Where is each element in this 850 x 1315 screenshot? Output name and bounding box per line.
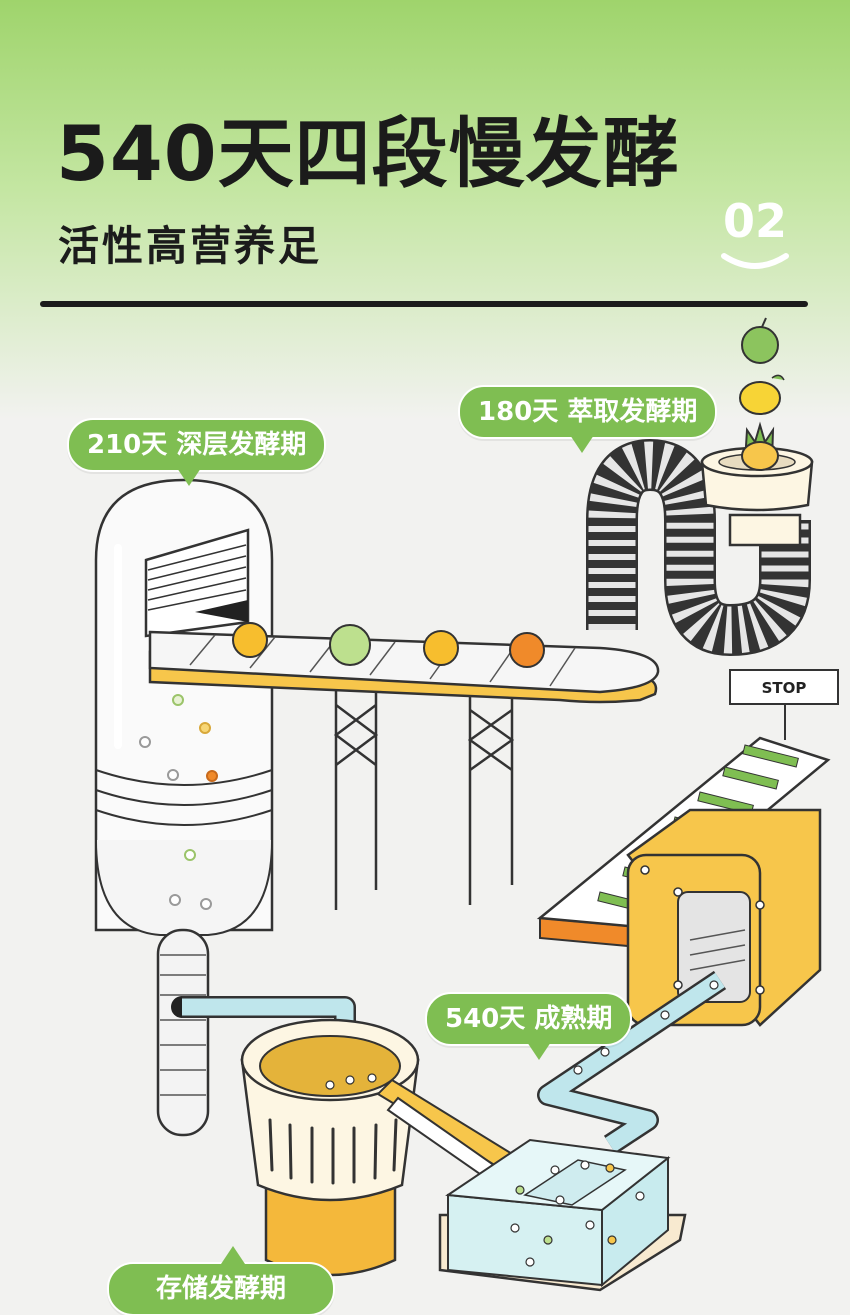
header-background	[0, 0, 850, 420]
page-title: 540天四段慢发酵	[56, 109, 680, 198]
bubble-tail	[527, 1042, 551, 1060]
smile-icon	[721, 253, 789, 269]
sealing-machine	[626, 808, 822, 1027]
pineapple-icon	[741, 421, 779, 471]
fermentation-tank	[94, 478, 274, 1137]
glass-tank	[438, 1138, 687, 1292]
corrugated-hose	[586, 438, 811, 657]
lemon-icon	[739, 374, 785, 415]
page-subtitle: 活性高营养足	[58, 222, 322, 270]
stage-label-mature: 540天 成熟期	[425, 992, 633, 1060]
stage-label-mature-text: 540天 成熟期	[445, 1004, 613, 1034]
stage-label-deep: 210天 深层发酵期	[67, 418, 327, 486]
funnel	[700, 446, 814, 547]
storage-drum	[240, 1018, 532, 1277]
stage-label-storage-text: 存储发酵期	[155, 1274, 286, 1304]
stop-sign: STOP	[729, 669, 839, 740]
bubble-tail	[177, 468, 201, 486]
stage-label-extract-text: 180天 萃取发酵期	[478, 397, 698, 427]
stage-label-deep-text: 210天 深层发酵期	[87, 430, 307, 460]
conveyor-belt	[148, 622, 660, 910]
stage-label-storage: 存储发酵期	[107, 1246, 335, 1315]
bubble-tail	[221, 1246, 245, 1264]
bubble-tail	[570, 435, 594, 453]
header-divider	[40, 301, 808, 307]
section-number-badge: 02	[722, 194, 787, 248]
stage-label-extract: 180天 萃取发酵期	[458, 385, 718, 453]
apple-icon	[741, 317, 779, 364]
stop-sign-label: STOP	[762, 679, 807, 697]
